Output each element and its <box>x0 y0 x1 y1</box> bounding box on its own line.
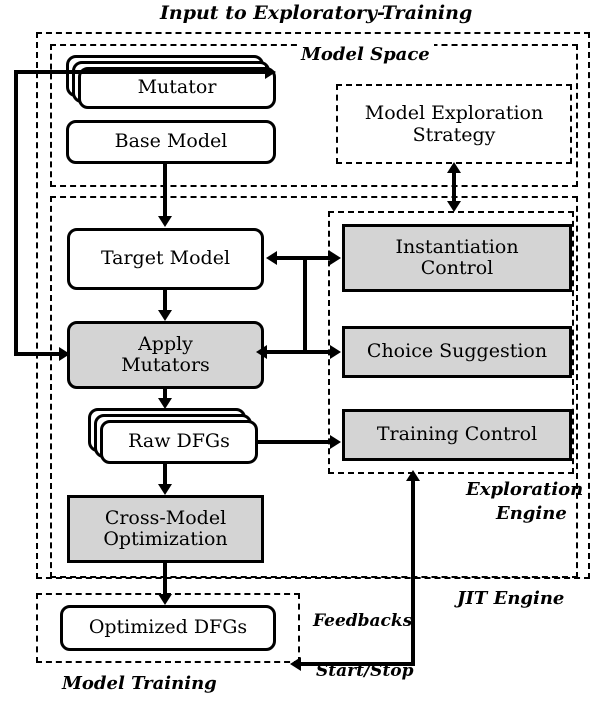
edge-spine-right-vertical <box>303 256 307 352</box>
base-model-label: Base Model <box>114 130 228 153</box>
edge-raw-dfgs-to-cross-model-optimization <box>163 464 167 484</box>
training-control-label: Training Control <box>376 423 538 446</box>
arrowhead-target-model-to-apply-mutators <box>158 310 172 321</box>
edge-mutator-loop-vertical <box>14 70 18 356</box>
arrowhead-base-model-to-target-model <box>158 216 172 227</box>
apply-mutators-label-line1: Apply <box>138 332 193 355</box>
arrowhead-instantiation-control-in <box>330 251 341 265</box>
model-space-label: Model Space <box>297 44 434 65</box>
exploration-engine-region <box>328 211 574 474</box>
raw-dfgs-node[interactable]: Raw DFGs <box>100 420 258 464</box>
optimized-dfgs-label: Optimized DFGs <box>88 616 248 639</box>
instantiation-control-node[interactable]: Instantiation Control <box>342 224 572 292</box>
edge-strategy-to-exploration-engine <box>452 170 456 204</box>
edge-start-stop-horizontal <box>300 662 413 666</box>
apply-mutators-label-line2: Mutators <box>121 354 210 376</box>
feedbacks-edge-label: Feedbacks <box>313 611 413 631</box>
raw-dfgs-label: Raw DFGs <box>128 430 230 453</box>
edge-target-model-to-apply-mutators <box>163 290 167 310</box>
training-control-node[interactable]: Training Control <box>342 409 572 461</box>
model-exploration-strategy-label-line2: Strategy <box>412 124 496 146</box>
optimized-dfgs-node[interactable]: Optimized DFGs <box>60 605 276 651</box>
arrowhead-choice-suggestion-in <box>330 345 341 359</box>
edge-mutator-loop-horizontal-bottom <box>14 352 69 356</box>
model-training-label: Model Training <box>62 673 217 694</box>
arrowhead-raw-dfgs-to-training-control <box>330 435 341 449</box>
exploration-engine-label-line2: Engine <box>496 503 567 524</box>
jit-engine-label: JIT Engine <box>457 588 565 609</box>
edge-apply-mutators-to-choice-suggestion <box>264 350 334 354</box>
arrowhead-raw-dfgs-to-cross-model-optimization <box>158 484 172 495</box>
arrowhead-apply-mutators-to-raw-dfgs <box>158 398 172 409</box>
arrowhead-strategy-down <box>447 201 461 212</box>
mutator-label: Mutator <box>137 76 217 99</box>
start-stop-edge-label: Start/Stop <box>316 661 414 681</box>
base-model-node[interactable]: Base Model <box>66 120 276 164</box>
diagram-title: Input to Exploratory-Training <box>160 2 473 24</box>
pipeline-region <box>50 196 578 578</box>
target-model-node[interactable]: Target Model <box>67 228 264 290</box>
jit-engine-region <box>36 32 590 579</box>
instantiation-control-label-line2: Control <box>420 257 494 279</box>
edge-feedbacks-vertical <box>411 478 415 666</box>
arrowhead-target-model-in <box>266 251 277 265</box>
edge-apply-mutators-to-raw-dfgs <box>163 389 167 399</box>
arrowhead-apply-mutators-in <box>256 345 267 359</box>
cross-model-optimization-label-line2: Optimization <box>103 528 228 550</box>
arrowhead-mutator-loop-into-mutator <box>265 65 276 79</box>
instantiation-control-label-line1: Instantiation <box>395 235 519 258</box>
model-exploration-strategy-node[interactable]: Model Exploration Strategy <box>336 84 572 164</box>
apply-mutators-node[interactable]: Apply Mutators <box>67 321 264 389</box>
arrowhead-mutator-loop-into-apply-mutators <box>59 347 70 361</box>
choice-suggestion-node[interactable]: Choice Suggestion <box>342 326 572 378</box>
arrowhead-cross-model-optimization-to-optimized-dfgs <box>158 594 172 605</box>
choice-suggestion-label: Choice Suggestion <box>366 340 548 363</box>
arrowhead-feedbacks-up <box>406 470 420 481</box>
arrowhead-strategy-up <box>447 162 461 173</box>
exploration-engine-label-line1: Exploration <box>466 479 584 500</box>
cross-model-optimization-node[interactable]: Cross-Model Optimization <box>67 495 264 563</box>
cross-model-optimization-label-line1: Cross-Model <box>104 506 227 529</box>
edge-mutator-loop-horizontal-top <box>14 70 269 74</box>
model-exploration-strategy-label-line1: Model Exploration <box>364 101 544 124</box>
edge-raw-dfgs-to-training-control-horizontal <box>256 440 334 444</box>
edge-cross-model-optimization-to-optimized-dfgs <box>163 563 167 594</box>
mutator-node[interactable]: Mutator <box>78 67 276 109</box>
arrowhead-start-stop-left <box>290 657 301 671</box>
target-model-label: Target Model <box>100 247 231 270</box>
edge-base-model-to-target-model <box>163 164 167 216</box>
